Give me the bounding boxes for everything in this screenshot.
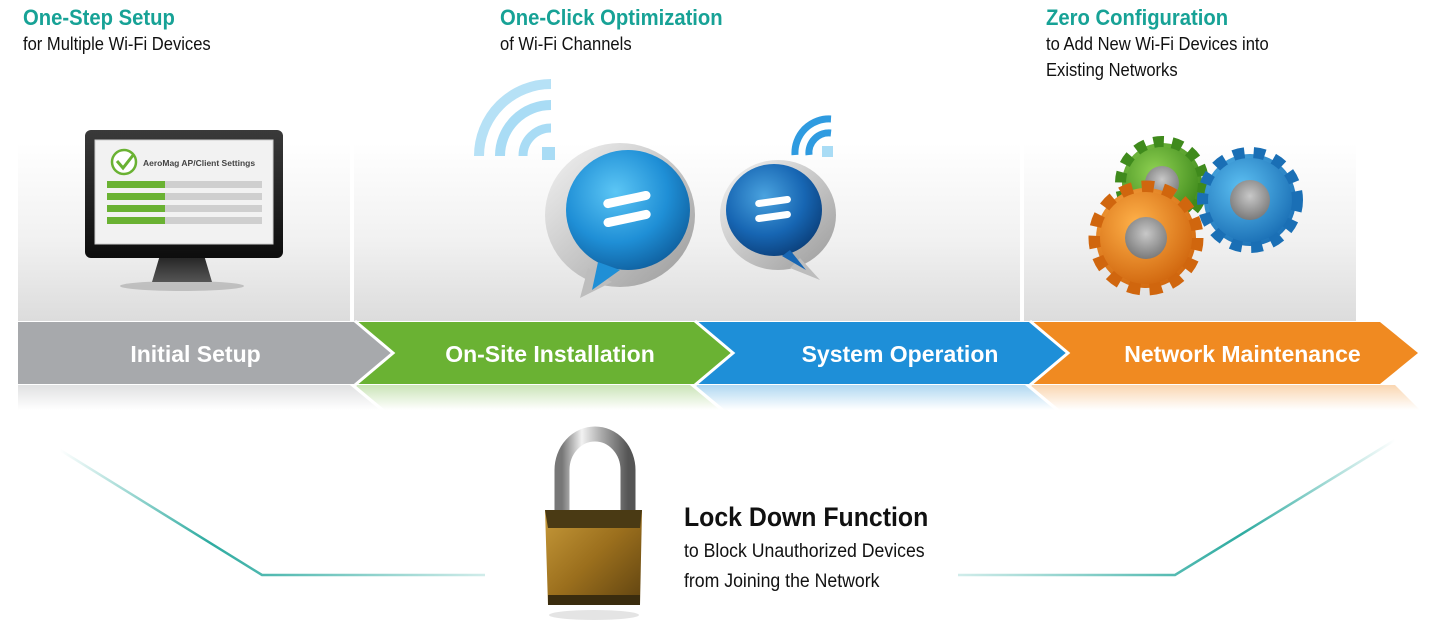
lockdown-connector-right	[958, 438, 1396, 577]
feature-title: Zero Configuration	[1046, 5, 1229, 30]
stage-reflection	[1030, 385, 1420, 410]
feature-one-step-setup: One-Step Setup for Multiple Wi-Fi Device…	[23, 5, 227, 57]
padlock-icon	[545, 426, 642, 620]
chat-bubble-icon	[545, 143, 695, 298]
stage-label-system-operation: System Operation	[801, 341, 999, 367]
stage-reflection	[18, 385, 380, 410]
feature-subtitle: for Multiple Wi-Fi Devices	[23, 34, 211, 54]
stage-separator	[1029, 319, 1071, 387]
feature-subtitle: Existing Networks	[1046, 60, 1178, 80]
feature-subtitle: of Wi-Fi Channels	[500, 34, 632, 54]
feature-title: One-Step Setup	[23, 5, 175, 30]
stage-label-network-maintenance: Network Maintenance	[1124, 341, 1361, 367]
lockdown-connector-left	[59, 448, 485, 577]
stage-arrow-network-maintenance	[1030, 322, 1418, 384]
feature-one-click-optimization: One-Click Optimization of Wi-Fi Channels	[500, 5, 742, 57]
feature-subtitle: to Add New Wi-Fi Devices into	[1046, 34, 1269, 54]
stage-arrow-system-operation	[695, 322, 1068, 384]
chat-bubble-icon	[720, 160, 836, 280]
lockdown-subtitle: to Block Unauthorized Devices	[684, 541, 925, 562]
stage-separator	[354, 319, 396, 387]
feature-zero-configuration: Zero Configuration to Add New Wi-Fi Devi…	[1046, 5, 1288, 83]
stage-label-on-site-installation: On-Site Installation	[445, 341, 655, 367]
stage-reflection	[695, 385, 1055, 410]
stage-label-initial-setup: Initial Setup	[130, 341, 261, 367]
monitor-icon: AeroMag AP/Client Settings	[85, 130, 283, 291]
lockdown-subtitle: from Joining the Network	[684, 571, 880, 592]
feature-title: One-Click Optimization	[500, 5, 723, 30]
stage-reflection	[355, 385, 720, 410]
wifi-icon	[791, 115, 833, 157]
stage-arrow-on-site-installation	[355, 322, 733, 384]
stage-separator	[694, 319, 736, 387]
wifi-icon	[474, 79, 555, 160]
stage-arrow-initial-setup	[18, 322, 393, 384]
monitor-screen-title: AeroMag AP/Client Settings	[143, 158, 255, 168]
gears-icon	[1088, 136, 1303, 296]
lockdown-title: Lock Down Function	[684, 502, 929, 532]
